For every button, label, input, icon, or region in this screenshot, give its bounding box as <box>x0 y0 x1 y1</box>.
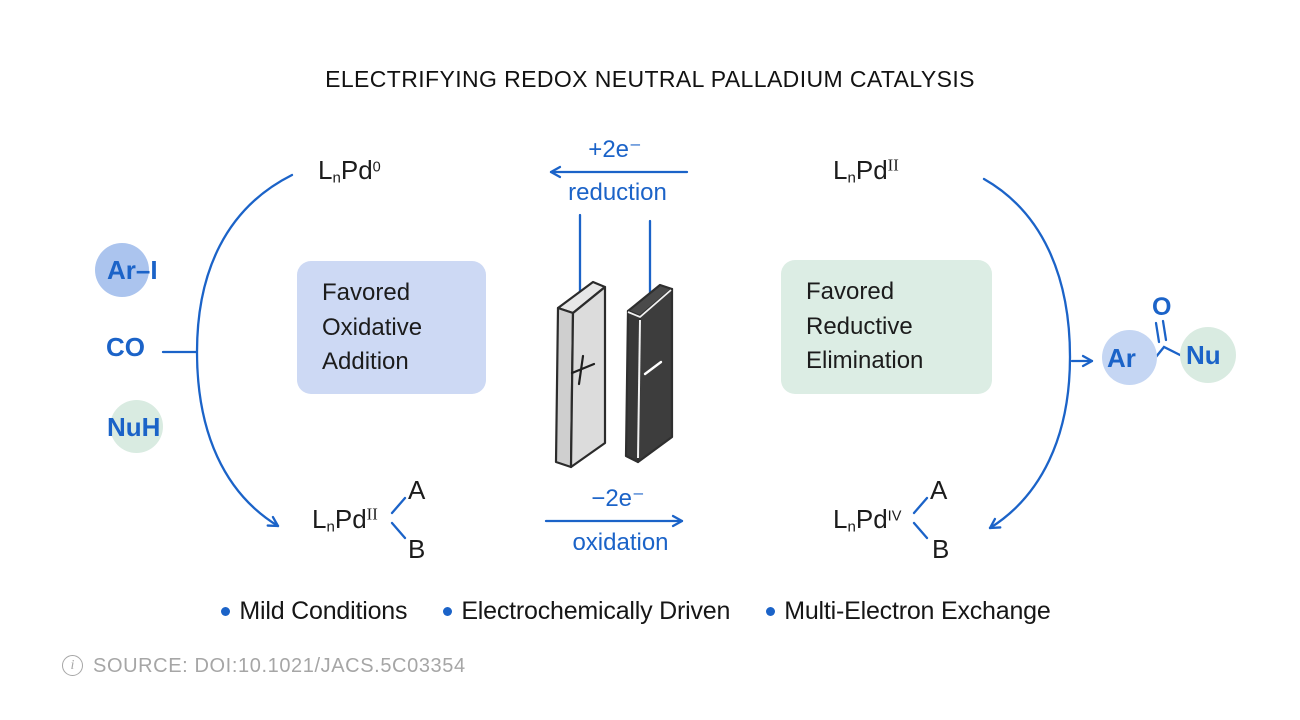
ligand-b-label: B <box>408 534 426 564</box>
reduction-electrons-label: +2e⁻ <box>588 136 642 163</box>
ligand-count: n <box>847 518 856 536</box>
species-pd4-bottom: LnPdIV <box>833 506 901 534</box>
metal-symbol: Pd <box>334 504 367 534</box>
ligand-symbol: L <box>833 155 848 185</box>
aryl-halide-circle <box>95 243 149 297</box>
bullet-item: Multi-Electron Exchange <box>766 597 1051 625</box>
bullet-label: Mild Conditions <box>239 597 408 625</box>
bullet-item: Electrochemically Driven <box>443 599 730 624</box>
favored-reductive-elimination-box: Favored Reductive Elimination <box>781 260 992 394</box>
reduction-label: reduction <box>568 179 667 206</box>
metal-symbol: Pd <box>855 155 888 185</box>
source-label: SOURCE: DOI:10.1021/JACS.5C03354 <box>93 654 466 677</box>
ligand-a-label: A <box>930 475 948 505</box>
species-pd0: LnPd0 <box>318 157 381 185</box>
ligand-count: n <box>332 169 341 187</box>
oxidation-state: IV <box>887 508 902 525</box>
product-oxygen-label: O <box>1152 293 1172 321</box>
ligand-b-label: B <box>932 534 950 564</box>
ligand-count: n <box>326 518 335 536</box>
info-icon: i <box>62 655 83 676</box>
oxidation-state: II <box>366 504 378 524</box>
species-pd2-bottom: LnPdII <box>312 506 378 534</box>
metal-symbol: Pd <box>855 504 888 534</box>
box-line: Elimination <box>806 347 924 374</box>
right-cycle-arc-arrow <box>982 177 1072 530</box>
aryl-halide-label: Ar–I <box>107 255 158 285</box>
metal-symbol: Pd <box>340 155 373 185</box>
pd4-ligand-bonds <box>912 496 929 540</box>
page-title: ELECTRIFYING REDOX NEUTRAL PALLADIUM CAT… <box>325 66 975 92</box>
box-line: Addition <box>322 348 409 375</box>
box-line: Oxidative <box>322 313 423 341</box>
oxidation-electrons-label: −2e⁻ <box>591 485 645 512</box>
nucleophile-label: NuH <box>107 412 161 442</box>
product-aryl-circle <box>1102 330 1157 385</box>
bullet-item: Mild Conditions <box>221 597 408 625</box>
bullet-dot-icon <box>766 607 776 616</box>
source-row: i SOURCE: DOI:10.1021/JACS.5C03354 <box>62 655 466 676</box>
favored-oxidative-addition-box: Favored Oxidative Addition <box>297 261 486 394</box>
feature-bullets: Mild Conditions Electrochemically Driven… <box>0 599 1286 624</box>
box-line: Favored <box>806 278 895 305</box>
ligand-count: n <box>847 169 856 187</box>
left-cycle-arc-arrow <box>195 173 294 528</box>
ligand-symbol: L <box>833 504 848 534</box>
plus-polarity-icon <box>570 354 596 386</box>
positive-electrode <box>554 280 607 469</box>
bullet-dot-icon <box>221 607 231 616</box>
bullet-label: Electrochemically Driven <box>461 597 731 625</box>
nucleophile-circle <box>110 400 163 453</box>
bullet-label: Multi-Electron Exchange <box>784 597 1051 625</box>
box-line: Reductive <box>806 312 913 340</box>
ligand-symbol: L <box>318 155 333 185</box>
minus-polarity-icon <box>643 360 663 376</box>
box-line: Favored <box>322 279 411 306</box>
bullet-dot-icon <box>443 607 453 616</box>
product-nucleophile-circle <box>1180 327 1236 383</box>
ligand-symbol: L <box>312 504 327 534</box>
species-pd2-top: LnPdII <box>833 157 899 185</box>
oxidation-state: 0 <box>372 159 381 176</box>
carbon-monoxide-label: CO <box>106 332 145 362</box>
negative-electrode <box>624 283 674 464</box>
pd2-ligand-bonds <box>390 496 407 540</box>
oxidation-label: oxidation <box>572 529 669 556</box>
product-nucleophile-label: Nu <box>1186 340 1221 370</box>
oxidation-state: II <box>887 155 899 175</box>
ligand-a-label: A <box>408 475 426 505</box>
product-aryl-label: Ar <box>1107 343 1136 373</box>
